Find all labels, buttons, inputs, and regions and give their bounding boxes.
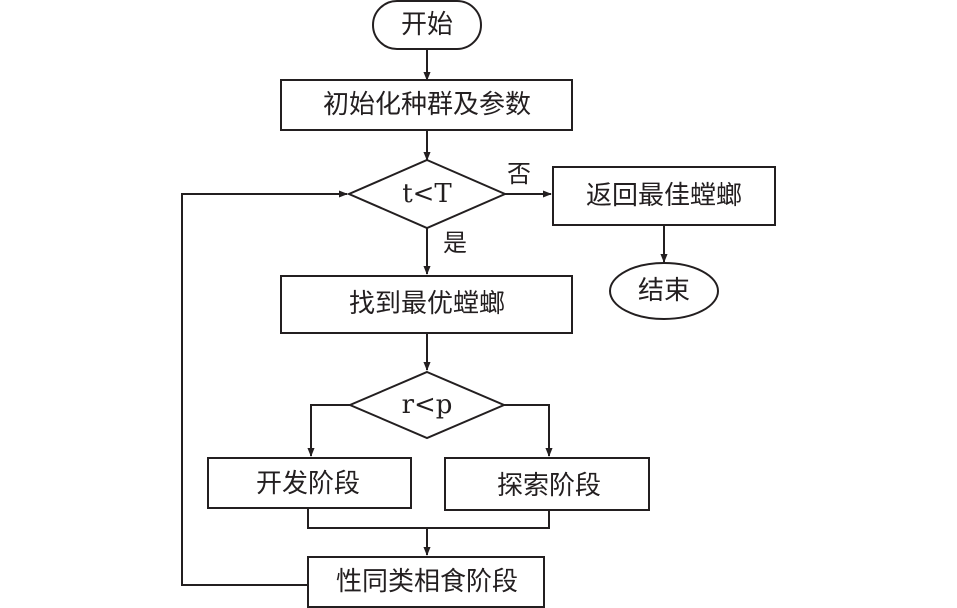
find-best-label: 找到最优螳螂 [349,289,505,319]
arrow-cond-r-right [504,404,553,457]
connectors [181,49,668,586]
start-label: 开始 [401,10,453,40]
end-label: 结束 [638,276,690,306]
return-best-process: 返回最佳螳螂 [552,166,776,226]
find-best-process: 找到最优螳螂 [280,275,573,334]
end-terminal: 结束 [609,262,719,320]
cannibal-process: 性同类相食阶段 [307,556,545,608]
arrow-loop-back [181,190,348,586]
init-label: 初始化种群及参数 [323,90,531,120]
explore-label: 探索阶段 [497,471,601,501]
exploit-label: 开发阶段 [256,469,360,499]
decision-r-label: r<p [402,390,453,420]
decision-t: t<T [346,158,508,230]
return-best-label: 返回最佳螳螂 [586,181,742,211]
init-process: 初始化种群及参数 [280,79,573,131]
decision-t-label: t<T [402,179,452,209]
decision-r: r<p [347,370,507,440]
start-terminal: 开始 [372,0,482,50]
edge-label-no: 否 [507,160,531,188]
edge-label-yes: 是 [443,229,467,257]
exploit-process: 开发阶段 [207,457,412,509]
merge-line [307,508,550,529]
cannibal-label: 性同类相食阶段 [336,567,518,597]
explore-process: 探索阶段 [444,457,650,511]
arrow-cond-r-left [307,404,350,457]
